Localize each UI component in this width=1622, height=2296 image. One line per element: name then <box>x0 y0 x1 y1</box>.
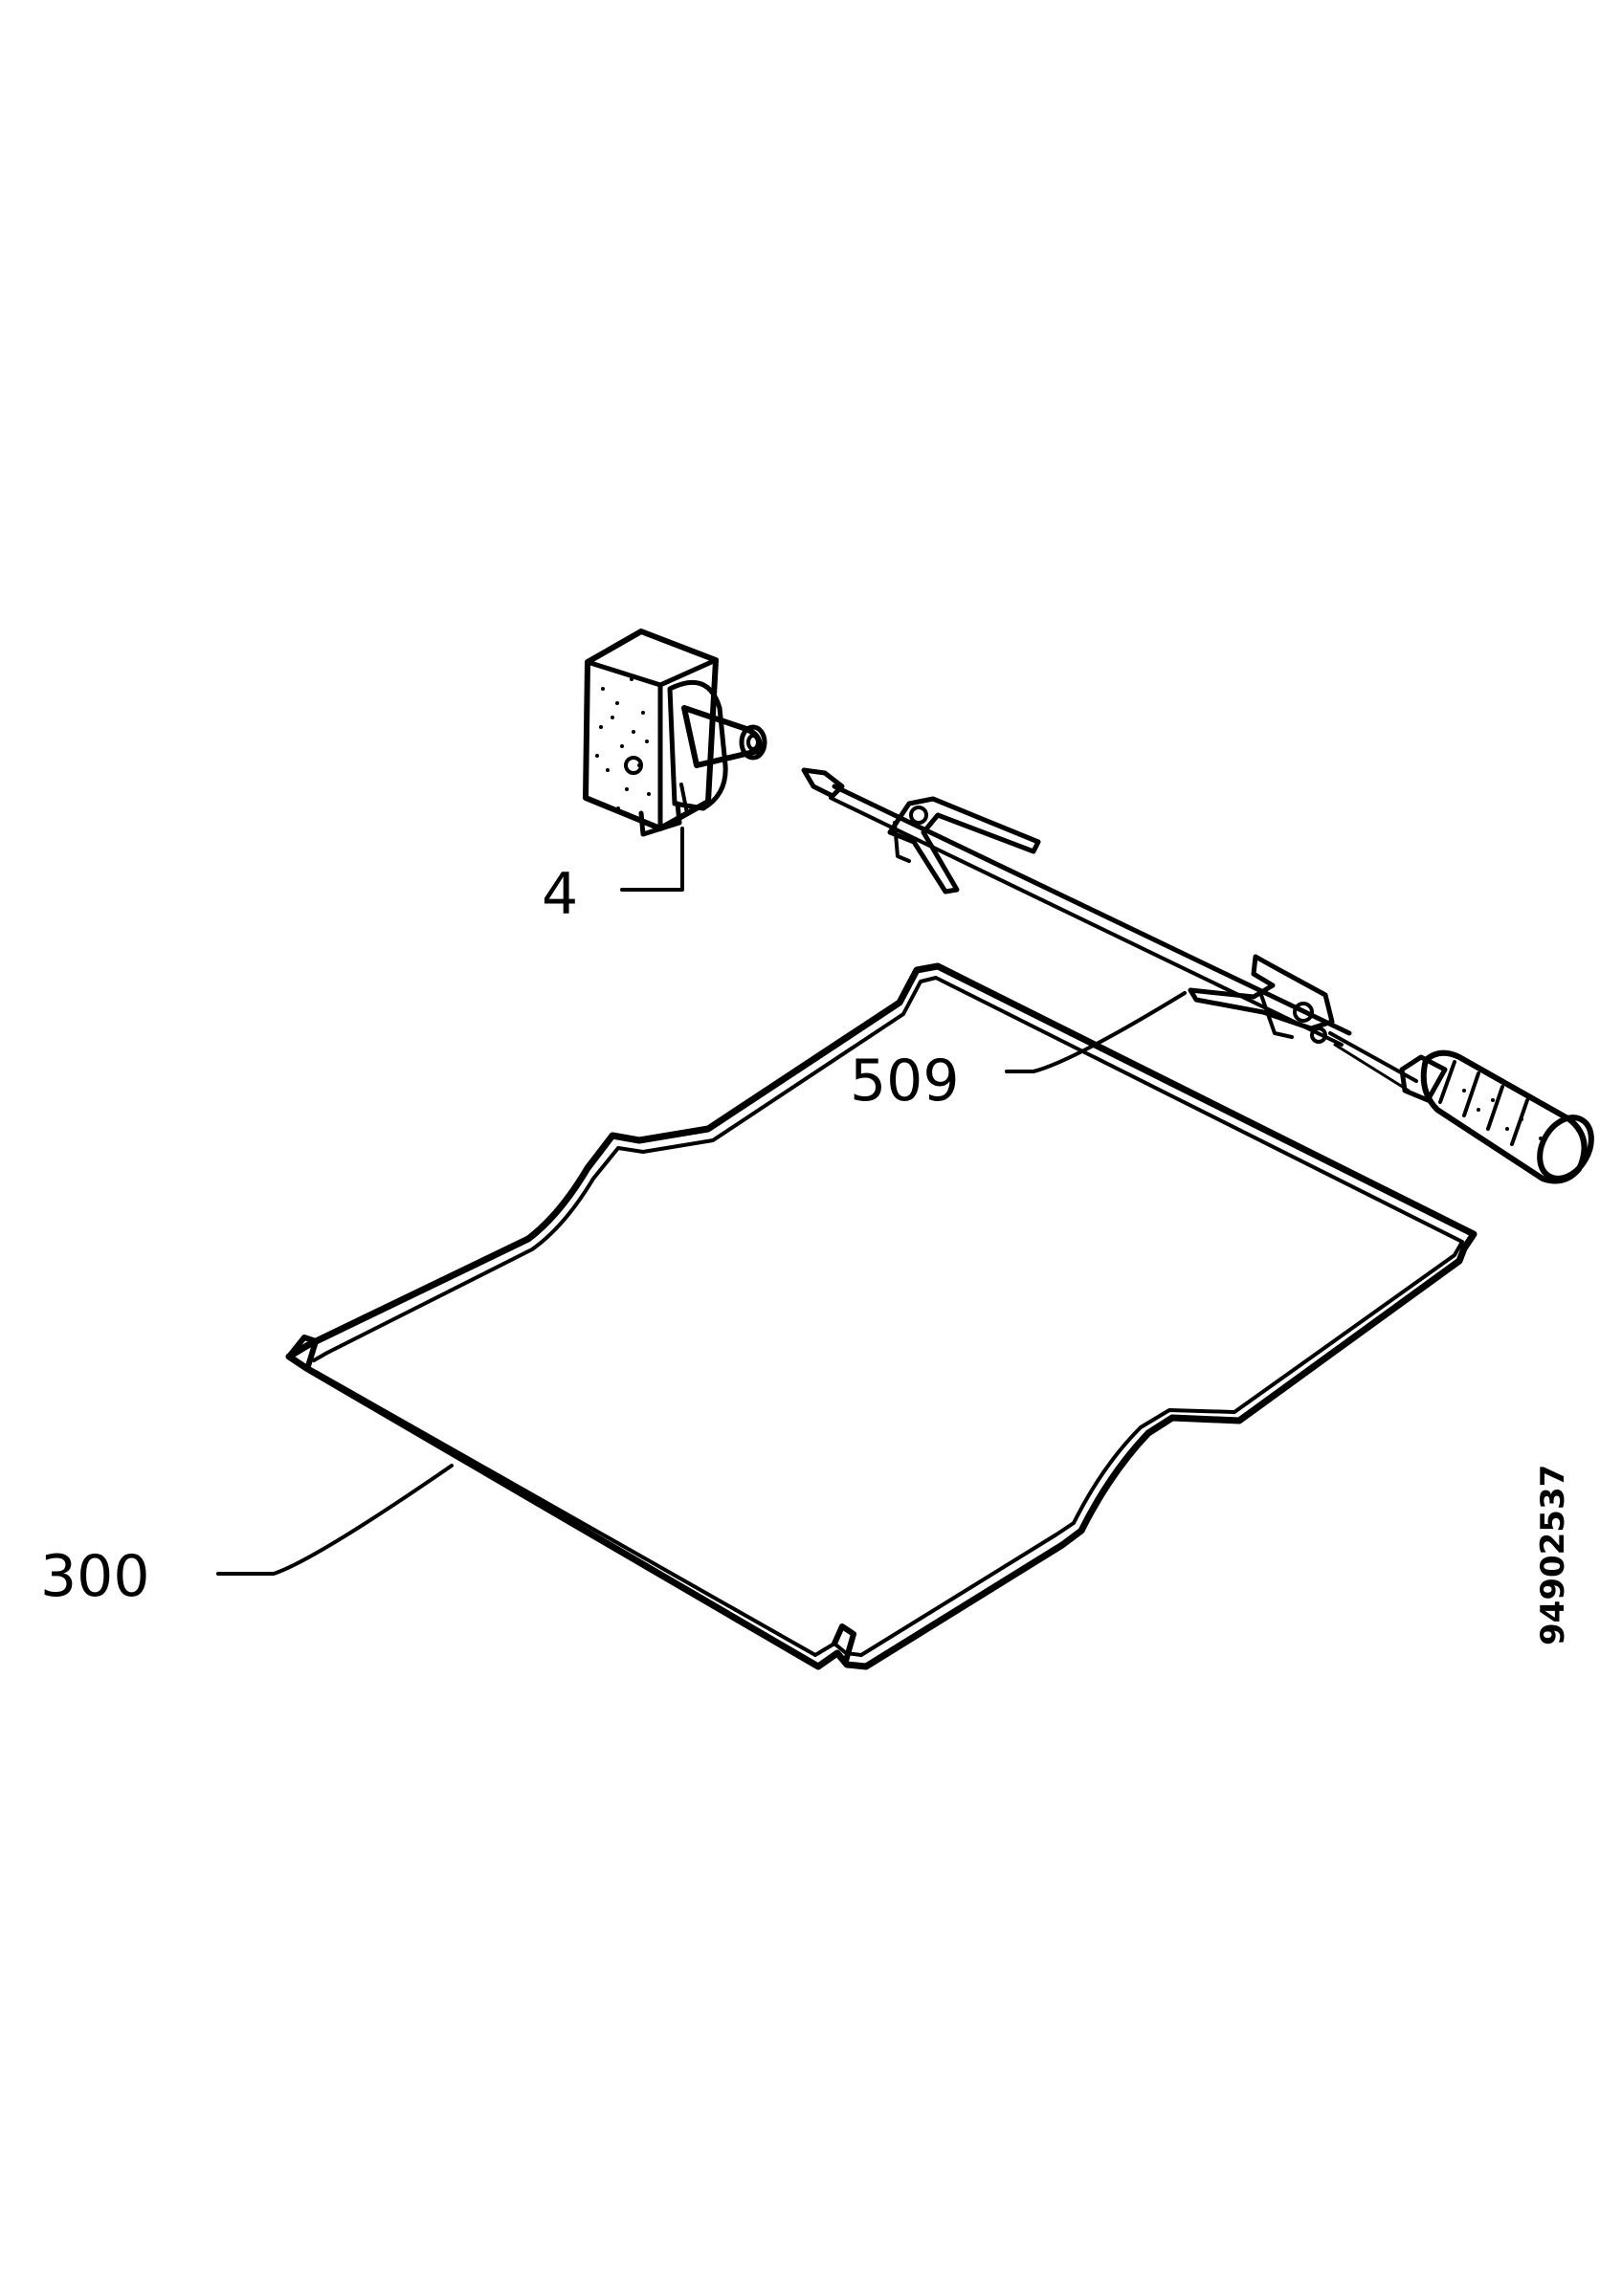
rotisserie-motor-icon <box>583 629 767 837</box>
document-number: 94902537 <box>1534 1465 1572 1645</box>
motor-shading <box>595 677 651 820</box>
motor-leader-line <box>620 827 684 892</box>
spit-label: 509 <box>850 1048 960 1115</box>
spit-leader-line <box>1005 991 1187 1073</box>
rack-leader-line <box>216 1464 454 1576</box>
rack-label: 300 <box>40 1543 150 1610</box>
rotisserie-spit-icon <box>801 767 1594 1184</box>
wire-rack-icon <box>285 962 1478 1670</box>
motor-label: 4 <box>542 861 578 928</box>
